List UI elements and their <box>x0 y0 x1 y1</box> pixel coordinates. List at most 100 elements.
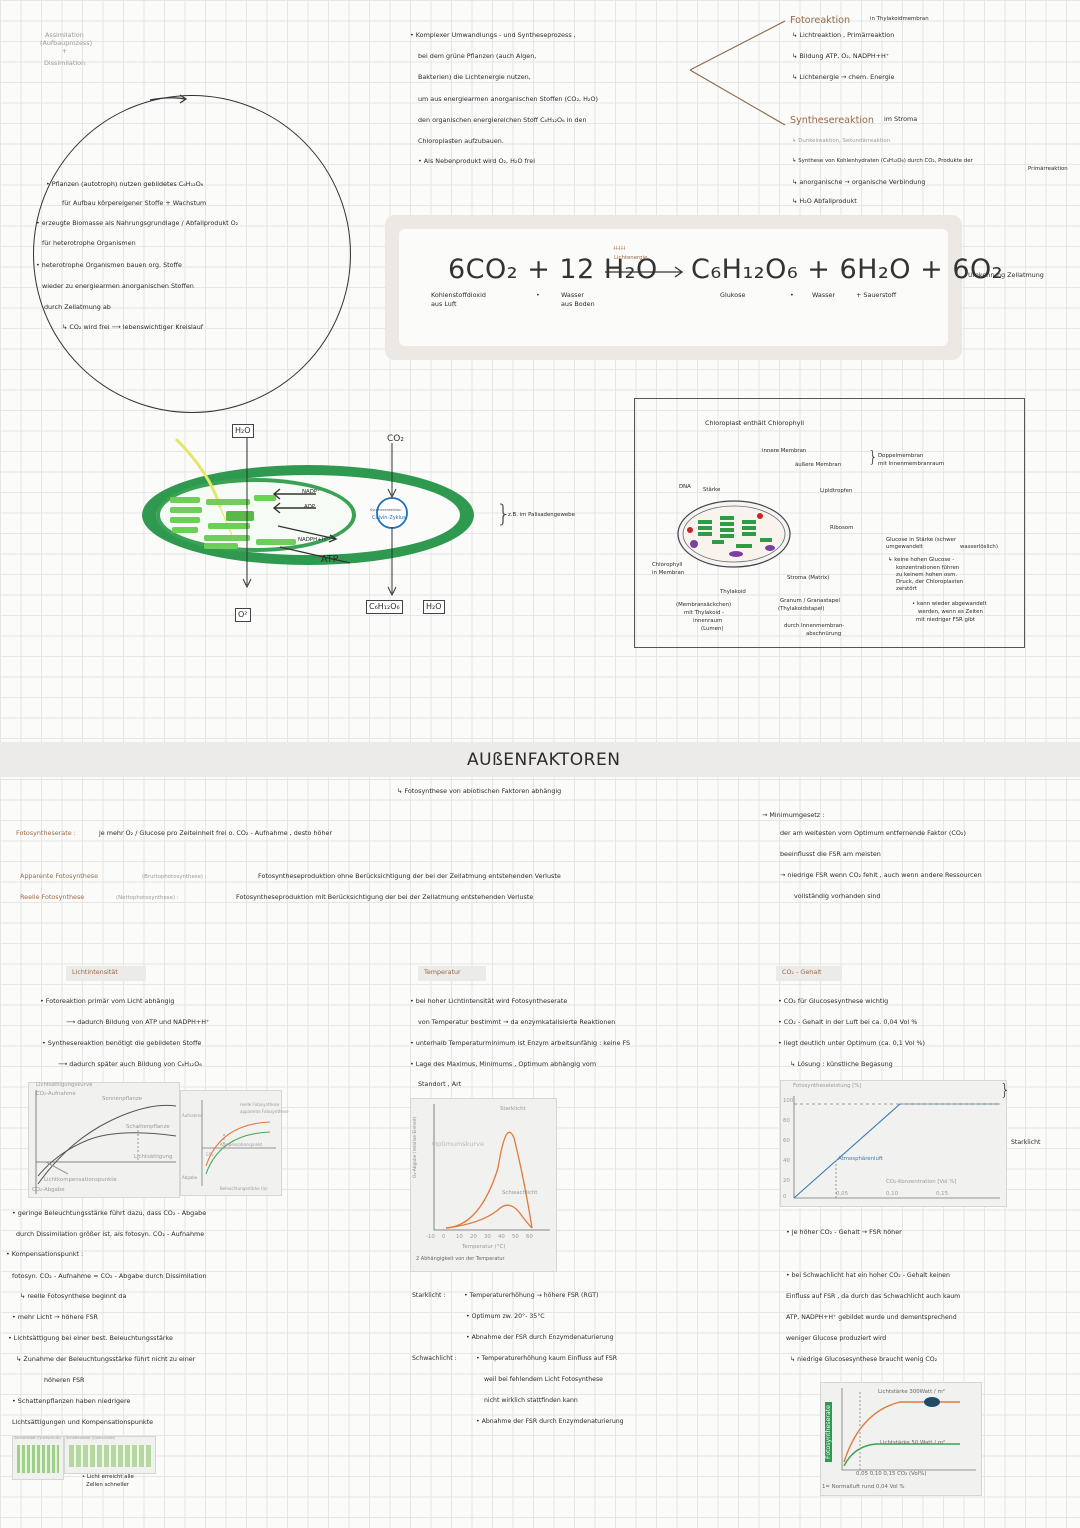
g2-y1: Aufnahme <box>182 1113 203 1118</box>
chl-gl-8: werden, wenn es Zeiten <box>918 609 983 615</box>
temp-1: • bei hoher Lichtintensität wird Fotosyn… <box>410 997 568 1005</box>
cell-adp: ADP <box>304 504 316 510</box>
g-kompens: Lichtkompensationspunkte <box>44 1177 117 1183</box>
licht-p5: ↳ reelle Fotosynthese beginnt da <box>20 1292 127 1300</box>
apparent-paren: (Bruttophotosynthese) : <box>142 874 207 880</box>
fsr-definition: je mehr O₂ / Glucose pro Zeiteinheit fre… <box>99 829 333 837</box>
fotoreaktion-1: ↳ Lichtreaktion , Primärreaktion <box>792 31 895 39</box>
co2-xtick: 0,10 <box>886 1191 899 1197</box>
g2-co2: CO₂ <box>206 1152 214 1157</box>
co2-chart-photo <box>780 1080 1007 1207</box>
chl-granum-b: (Thylakoidstapel) <box>778 606 825 612</box>
chloroplast-drawing <box>677 500 791 568</box>
cell-o2: O² <box>235 608 251 622</box>
temp-4: • Lage des Maximus, Minimums , Optimum a… <box>410 1060 597 1068</box>
chl-gl-1: Glucose in Stärke (schwer <box>886 537 957 543</box>
temp-g-stark: Starklicht <box>500 1106 526 1112</box>
sonnenblatt-image <box>12 1436 64 1480</box>
licht-p1: • geringe Beleuchtungsstärke führt dazu,… <box>12 1209 207 1217</box>
temp-3: • unterhalb Temperaturminimum ist Enzym … <box>410 1039 631 1047</box>
co2-7: Einfluss auf FSR , da durch das Schwachl… <box>786 1293 961 1300</box>
chl-gl-2: ↳ keine hohen Glucose - <box>888 557 955 563</box>
chl-lipid: Lipidtropfen <box>820 488 853 494</box>
umkehrung-label: Umkehrung Zellatmung <box>968 271 1044 279</box>
synthesereaktion-title: Synthesereaktion <box>790 115 874 126</box>
label-co2: Kohlenstoffdioxid <box>431 291 486 299</box>
temp-tick: 50 <box>512 1234 519 1240</box>
temp-tick: 60 <box>526 1234 533 1240</box>
label-co2-source: aus Luft <box>431 300 457 308</box>
co2-light-chart-photo <box>820 1382 982 1496</box>
fotoreaktion-title: Fotoreaktion <box>790 15 851 26</box>
co2-g-yticks: 100 80 60 40 20 0 <box>783 1094 795 1200</box>
g-kurve-label: Lichtsättigungskurve <box>36 1082 93 1088</box>
dissimilation-label: Dissimilation <box>44 59 86 67</box>
kompensation-chart-photo <box>180 1090 282 1196</box>
co2-brace: } <box>1000 1080 1011 1099</box>
licht-title: Lichtintensität <box>72 968 118 976</box>
temp-tick: 30 <box>484 1234 491 1240</box>
temp-s1c: • Abnahme der FSR durch Enzymdenaturieru… <box>466 1334 614 1341</box>
cell-nadph: NADPH+H⁺ <box>298 537 329 543</box>
temp-g-y: O₂-Abgabe (relative Einheit) <box>413 1116 418 1178</box>
circle-line-4: für heterotrophe Organismen <box>42 239 136 247</box>
fsr-label: Fotosyntheserate : <box>16 829 76 837</box>
chloroplast-box <box>634 398 1025 648</box>
temp-g-caption: 2 Abhängigkeit von der Temperatur <box>416 1256 505 1262</box>
cell-note: z.B. im Palisadengewebe <box>508 512 575 518</box>
co2-light-chart <box>841 1388 976 1471</box>
co2-5: • je höher CO₂ - Gehalt → FSR höher <box>786 1228 902 1236</box>
g-sonne: Sonnenpflanze <box>102 1096 142 1102</box>
co2-1: • CO₂ für Glucosesynthese wichtig <box>778 997 889 1005</box>
minimum-3: → niedrige FSR wenn CO₂ fehlt , auch wen… <box>780 871 982 879</box>
chl-gl-1b: umgewandelt <box>886 544 923 550</box>
lichtsaettigung-chart <box>35 1090 177 1194</box>
co2-ytick: 40 <box>783 1158 790 1164</box>
chl-chlorophyll-b: in Membran <box>652 570 685 576</box>
chl-double-b: mit Innenmembranraum <box>878 461 945 467</box>
chl-brace: } <box>868 447 879 466</box>
intro-line-7: • Als Nebenprodukt wird O₂, H₂O frei <box>418 157 535 165</box>
equation-sun-marks: ⸸⸸⸸⸸⸸ <box>613 246 626 252</box>
temp-title: Temperatur <box>424 968 461 976</box>
licht-p3: • Kompensationspunkt : <box>6 1250 84 1258</box>
temp-tick: 10 <box>456 1234 463 1240</box>
chl-inner-membrane: innere Membran <box>762 448 807 454</box>
temp-s2c: nicht wirklich stattfinden kann <box>484 1397 578 1404</box>
licht-p11: Lichtsättigungen und Kompensationspunkte <box>12 1418 154 1426</box>
branch-lines <box>689 20 786 126</box>
chl-thylakoid-d: innenraum <box>693 618 723 624</box>
g2-x: Beleuchtungsstärke (lx) <box>220 1186 268 1191</box>
chl-granum: Granum / Granastapel <box>780 598 840 604</box>
licht-3: • Synthesereaktion benötigt die gebildet… <box>42 1039 202 1047</box>
circle-line-2: für Aufbau körpereigener Stoffe + Wachst… <box>62 199 207 207</box>
temp-s1a: • Temperaturerhöhung → höhere FSR (RGT) <box>464 1292 599 1299</box>
licht-2: ⟶ dadurch Bildung von ATP und NADPH+H⁺ <box>66 1018 210 1026</box>
g-saettigung: Lichtsättigung <box>134 1154 173 1160</box>
co2-g2-x: 0,05 0,10 0,15 CO₂ (Vol%) <box>856 1471 927 1477</box>
temp-tick: -10 <box>426 1234 435 1240</box>
cycle-arrow <box>149 94 188 104</box>
chl-stroma: Stroma (Matrix) <box>787 575 830 581</box>
chl-outer-membrane: äußere Membran <box>795 462 842 468</box>
chl-thylakoid-e: (Lumen) <box>701 626 724 632</box>
cell-h2o: H₂O <box>232 424 254 438</box>
chl-thylakoid-b: (Membransäckchen) <box>676 602 732 608</box>
chl-starch: Stärke <box>703 487 721 493</box>
co2-4: ↳ Lösung : künstliche Begasung <box>790 1060 893 1068</box>
co2-ytick: 20 <box>783 1178 790 1184</box>
licht-p9: höheren FSR <box>44 1376 85 1384</box>
co2-g-atm: Atmosphärenluft <box>838 1156 883 1162</box>
co2-g2-lo: Lichtstärke 50 Watt / m² <box>880 1440 946 1446</box>
equation-arrow-label: Lichtenergie <box>614 255 648 261</box>
co2-g-side: Starklicht <box>1011 1139 1041 1146</box>
co2-g-x: CO₂-Konzentration [Vol.%] <box>886 1179 957 1185</box>
temp-tick: 40 <box>498 1234 505 1240</box>
synthesereaktion-1: ↳ Dunkelreaktion, Sekundärreaktion <box>792 138 891 144</box>
cell-co2: CO₂ <box>387 434 404 444</box>
label-h2o-source: aus Boden <box>561 300 595 308</box>
cell-nadp: NADP⁺ <box>302 489 320 495</box>
assimilation-label: Assimilation <box>45 31 84 39</box>
label-plus-1: • <box>536 291 540 299</box>
temp-title-bg <box>418 966 486 981</box>
